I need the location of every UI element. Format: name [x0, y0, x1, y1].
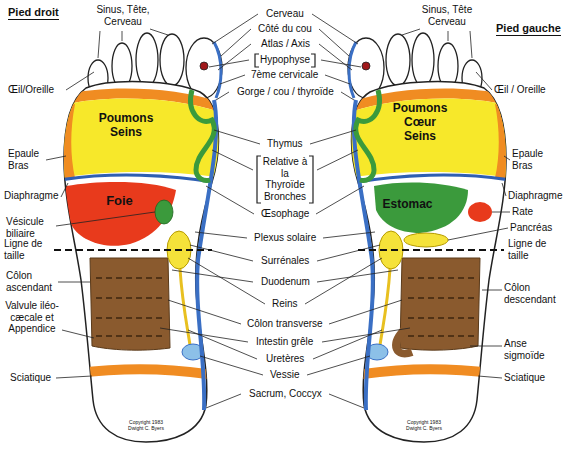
zone-label: Copyright 1983 Dwight C. Byers [126, 420, 166, 432]
zone-label: Relative à la Thyroïde Bronches [262, 156, 308, 202]
zone-label: Reins [272, 298, 298, 310]
zone-label: Pied gauche [496, 22, 561, 36]
zone-label: Epaule Bras [8, 148, 48, 171]
zone-label: Surrénales [261, 255, 309, 267]
zone-label: Duodenum [261, 276, 310, 288]
zone-label: Œsophage [261, 208, 309, 220]
zone-label: Diaphragme [4, 190, 58, 202]
zone-label: Anse sigmoïde [504, 338, 556, 361]
waist-line [54, 249, 504, 251]
right-foot [60, 29, 225, 442]
zone-label: Œil / Oreille [494, 84, 546, 96]
zone-label: Plexus solaire [254, 232, 316, 244]
liver-zone [65, 182, 176, 246]
zone-label: Sinus, Tête Cerveau [416, 4, 478, 27]
zone-label: Sciatique [504, 372, 545, 384]
zone-label: Atlas / Axis [261, 38, 310, 50]
organ-name: Poumons Cœur Seins [390, 102, 450, 143]
organ-zone: Foie [104, 192, 135, 211]
sigmoid-zone [396, 330, 412, 353]
zone-label: Cerveau [266, 8, 304, 20]
leader-lines [160, 14, 265, 408]
zone-label: Côlon ascendant [6, 270, 58, 293]
zone-label: Œil/Oreille [8, 84, 54, 96]
zone-label: Gorge / cou / thyroïde [237, 86, 334, 98]
zone-label: Sciatique [10, 372, 51, 384]
organ-name: Foie [106, 194, 133, 209]
stomach-zone [374, 183, 468, 233]
zone-label: Ligne de taille [4, 238, 50, 261]
zone-label: Copyright 1983 Dwight C. Byers [404, 420, 444, 432]
organ-name: Poumons Seins [96, 112, 156, 140]
zone-label: Pied droit [8, 6, 59, 20]
spleen-zone [468, 202, 492, 222]
zone-label: Pancréas [510, 222, 552, 234]
organ-zone: Estomac [380, 196, 435, 214]
leader-line [46, 72, 155, 378]
zone-label: Rate [512, 206, 533, 218]
organ-zone: Poumons Cœur Seins [388, 100, 452, 146]
zone-label: Diaphragme [508, 190, 562, 202]
zone-label: 7ème cervicale [251, 69, 318, 81]
zone-label: Sinus, Tête, Cerveau [92, 4, 154, 27]
zone-label: Intestin grêle [256, 336, 313, 348]
zone-label: Epaule Bras [512, 148, 552, 171]
zone-label: Thymus [267, 138, 303, 150]
zone-label: Côlon transverse [247, 318, 323, 330]
zone-label: Sacrum, Coccyx [249, 388, 322, 400]
left-foot [345, 29, 510, 442]
zone-label: Vésicule biliaire [6, 216, 54, 239]
zone-label: Valvule iléo-cæcale et Appendice [2, 300, 62, 335]
zone-label: Uretères [266, 353, 304, 365]
organ-zone: Poumons Seins [94, 110, 158, 142]
zone-label: Vessie [270, 369, 299, 381]
zone-label: Ligne de taille [508, 238, 554, 261]
pancreas-zone [404, 233, 448, 247]
zone-label: Hypophyse [260, 54, 310, 66]
gallbladder-zone [155, 200, 173, 224]
organ-name: Estomac [382, 198, 433, 212]
zone-label: Côté du cou [258, 23, 312, 35]
zone-label: Côlon descendant [504, 282, 560, 305]
leader-line [448, 72, 510, 378]
